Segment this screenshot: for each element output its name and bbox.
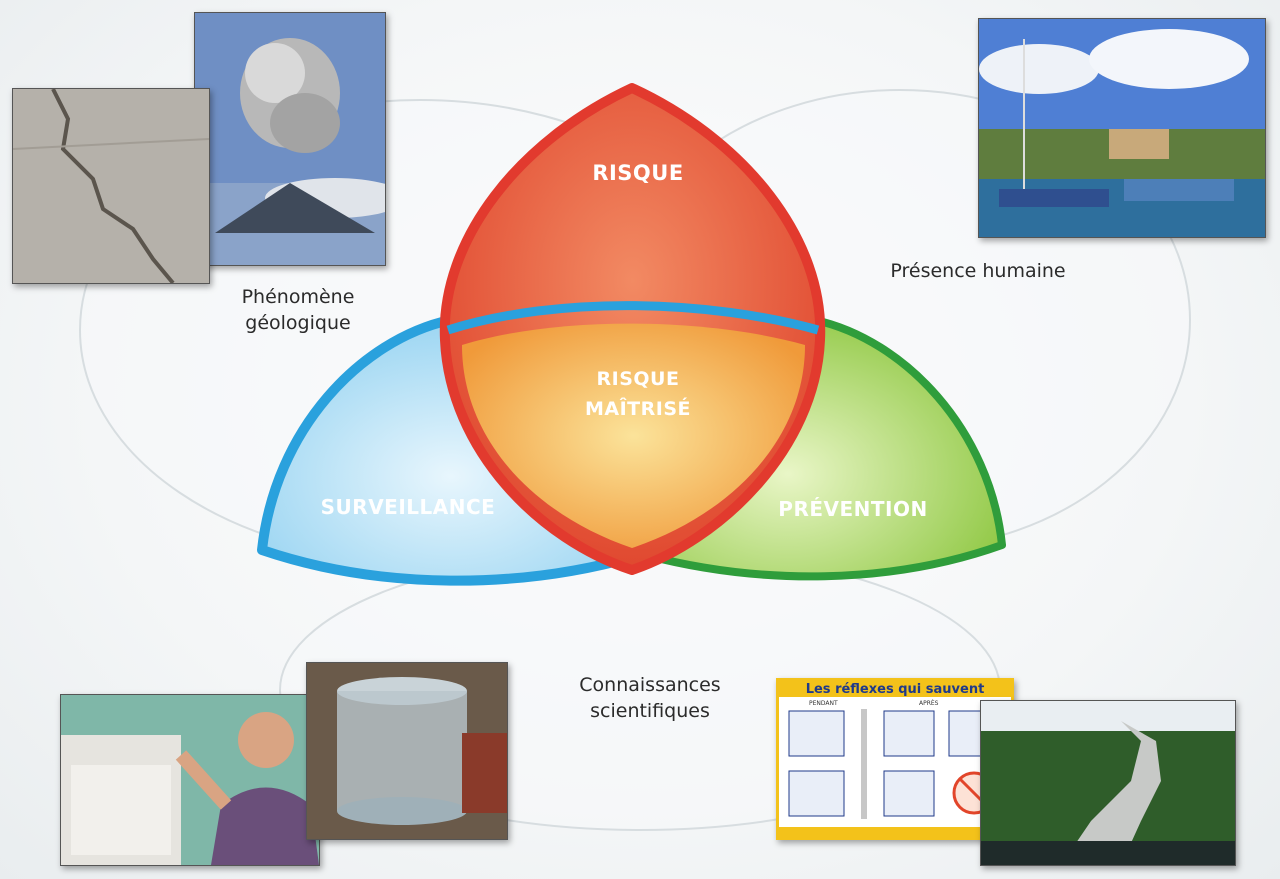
crack-photo	[12, 88, 210, 284]
caption-phenomene-line1: Phénomène	[241, 286, 355, 308]
scientist-photo	[60, 694, 320, 866]
caption-connaissances-line1: Connaissances	[579, 674, 721, 696]
caption-connaissances-line2: scientifiques	[590, 700, 710, 722]
caption-phenomene-line2: géologique	[245, 312, 351, 334]
caption-phenomene: Phénomène géologique	[228, 284, 368, 336]
label-surveillance: SURVEILLANCE	[321, 495, 496, 519]
label-risque-maitrise-2: MAÎTRISÉ	[585, 397, 691, 420]
harbor-photo	[978, 18, 1266, 238]
instrument-photo	[306, 662, 508, 840]
poster-photo: Les réflexes qui sauvent PENDANT APRÈS	[776, 678, 1014, 840]
label-risque: RISQUE	[592, 161, 683, 185]
poster-col1: PENDANT	[809, 700, 838, 707]
surveillance-band	[446, 301, 820, 335]
poster-title: Les réflexes qui sauvent	[806, 682, 985, 697]
lava-photo	[980, 700, 1236, 866]
risque-maitrise-zone	[462, 323, 805, 548]
label-prevention: PRÉVENTION	[778, 497, 927, 521]
volcano-photo	[194, 12, 386, 266]
label-risque-maitrise-1: RISQUE	[597, 368, 680, 390]
caption-presence: Présence humaine	[890, 260, 1066, 282]
poster-col2: APRÈS	[919, 699, 939, 707]
caption-connaissances: Connaissances scientifiques	[560, 672, 740, 724]
